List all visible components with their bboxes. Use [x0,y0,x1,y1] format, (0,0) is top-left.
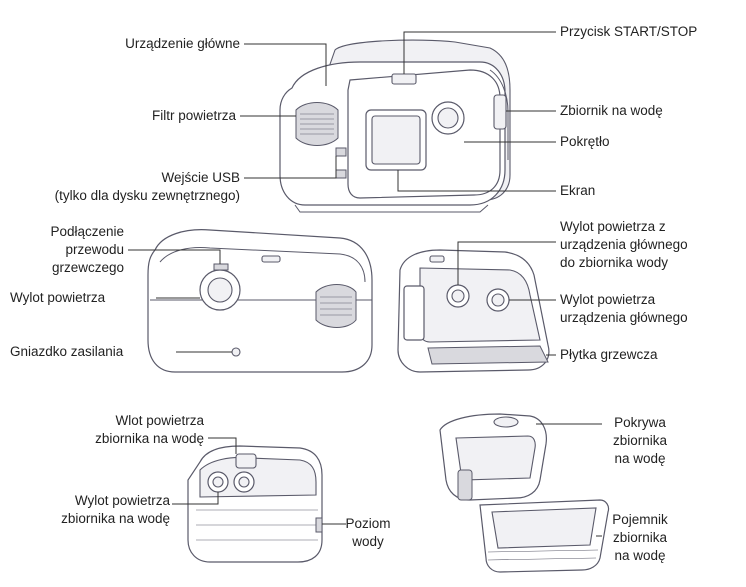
label-tank-container-line3: na wodę [614,548,666,563]
label-tank-air-outlet: Wylot powietrza zbiornika na wodę [10,492,170,528]
label-heater-cable-connection: Podłączenie przewodu grzewczego [20,223,124,277]
leader-lines [128,31,602,537]
label-water-level-line2: wody [352,534,384,549]
water-tank-assembled-drawing [187,445,323,563]
label-heater-conn-line1: Podłączenie [50,224,124,239]
label-water-tank: Zbiornik na wodę [560,103,663,118]
label-tank-container-line1: Pojemnik [612,512,668,527]
label-air-filter: Filtr powietrza [151,108,236,123]
label-heater-conn-line3: grzewczego [51,260,124,275]
label-knob: Pokrętło [560,134,610,149]
label-outlet-to-tank-line1: Wylot powietrza z [560,219,666,234]
label-outlet-to-tank: Wylot powietrza z urządzenia głównego do… [560,218,688,272]
label-outlet-to-tank-line2: urządzenia głównego [560,237,688,252]
label-main-unit-outlet: Wylot powietrza urządzenia głównego [560,291,688,327]
label-tank-cover-line3: na wodę [614,451,666,466]
label-usb-input: Wejście USB (tylko dla dysku zewnętrzneg… [20,169,240,205]
label-tank-container: Pojemnik zbiornika na wodę [600,511,680,565]
label-water-level-line1: Poziom [345,516,391,531]
label-air-outlet: Wylot powietrza [10,290,106,305]
water-tank-opened-drawing [439,413,610,573]
label-tank-air-inlet: Wlot powietrza zbiornika na wodę [40,412,204,448]
label-outlet-to-tank-line3: do zbiornika wody [560,255,669,270]
label-tank-cover-line1: Pokrywa [614,415,666,430]
label-main-unit: Urządzenie główne [125,36,240,51]
label-tank-inlet-line1: Wlot powietrza [115,413,204,428]
label-main-outlet-line2: urządzenia głównego [560,310,688,325]
label-tank-cover-line2: zbiornika [612,433,668,448]
main-unit-rear-drawing [147,229,373,373]
label-main-outlet-line1: Wylot powietrza [560,292,656,307]
label-start-stop-button: Przycisk START/STOP [560,24,698,39]
main-unit-front-drawing [279,39,511,213]
label-tank-cover: Pokrywa zbiornika na wodę [600,414,680,468]
label-screen: Ekran [560,183,596,198]
label-tank-outlet-line2: zbiornika na wodę [61,511,170,526]
label-usb-line2: (tylko dla dysku zewnętrznego) [54,188,240,203]
label-heater-plate: Płytka grzewcza [560,347,658,362]
label-tank-container-line2: zbiornika [612,530,668,545]
label-heater-conn-line2: przewodu [65,242,124,257]
open-main-unit-drawing [397,249,550,373]
label-tank-outlet-line1: Wylot powietrza [74,493,170,508]
label-tank-inlet-line2: zbiornika na wodę [95,431,204,446]
label-water-level: Poziom wody [340,515,396,551]
label-usb-line1: Wejście USB [161,170,240,185]
label-power-socket: Gniazdko zasilania [10,344,124,359]
